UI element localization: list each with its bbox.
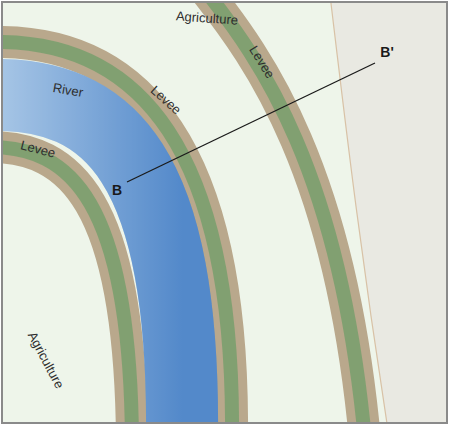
river-channel-tint: [3, 95, 182, 422]
section-end-label: B: [112, 183, 122, 197]
inner-levee: [3, 147, 132, 422]
river-levee: [3, 42, 232, 422]
region-label: Agriculture: [176, 9, 239, 26]
inner-levee-crest: [3, 147, 132, 422]
river-channel: [3, 95, 182, 422]
river-levee-crest: [3, 42, 232, 422]
section-end-label: B': [380, 45, 393, 59]
section-line: [127, 63, 375, 182]
